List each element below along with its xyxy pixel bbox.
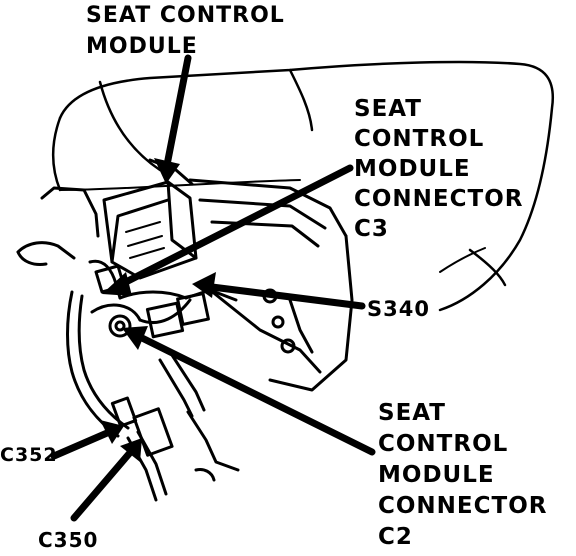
module-housing (102, 180, 198, 280)
label-connector-c352: C352 (0, 444, 58, 466)
label-line: CONTROL (378, 431, 509, 457)
label-connector-c3: SEAT CONTROL MODULE CONNECTOR C3 (354, 94, 523, 244)
label-line: CONNECTOR (378, 493, 548, 519)
label-splice-s340: S340 (367, 297, 430, 321)
label-line: C2 (378, 524, 413, 550)
label-line: CONTROL (354, 126, 485, 152)
connector-bodies (94, 264, 216, 482)
label-connector-c350: C350 (38, 528, 99, 552)
pointer-arrows (50, 54, 376, 522)
label-line: SEAT CONTROL (86, 3, 285, 28)
wiring-harness (66, 259, 240, 502)
label-line: MODULE (86, 34, 198, 59)
label-line: CONNECTOR (354, 186, 524, 212)
label-line: SEAT (378, 400, 446, 426)
label-line: MODULE (354, 156, 471, 182)
label-line: C3 (354, 216, 389, 242)
label-seat-control-module: SEAT CONTROL MODULE (86, 0, 285, 62)
label-line: SEAT (354, 96, 422, 122)
label-line: MODULE (378, 462, 495, 488)
arrow-heads (100, 158, 216, 462)
label-connector-c2: SEAT CONTROL MODULE CONNECTOR C2 (378, 398, 547, 553)
